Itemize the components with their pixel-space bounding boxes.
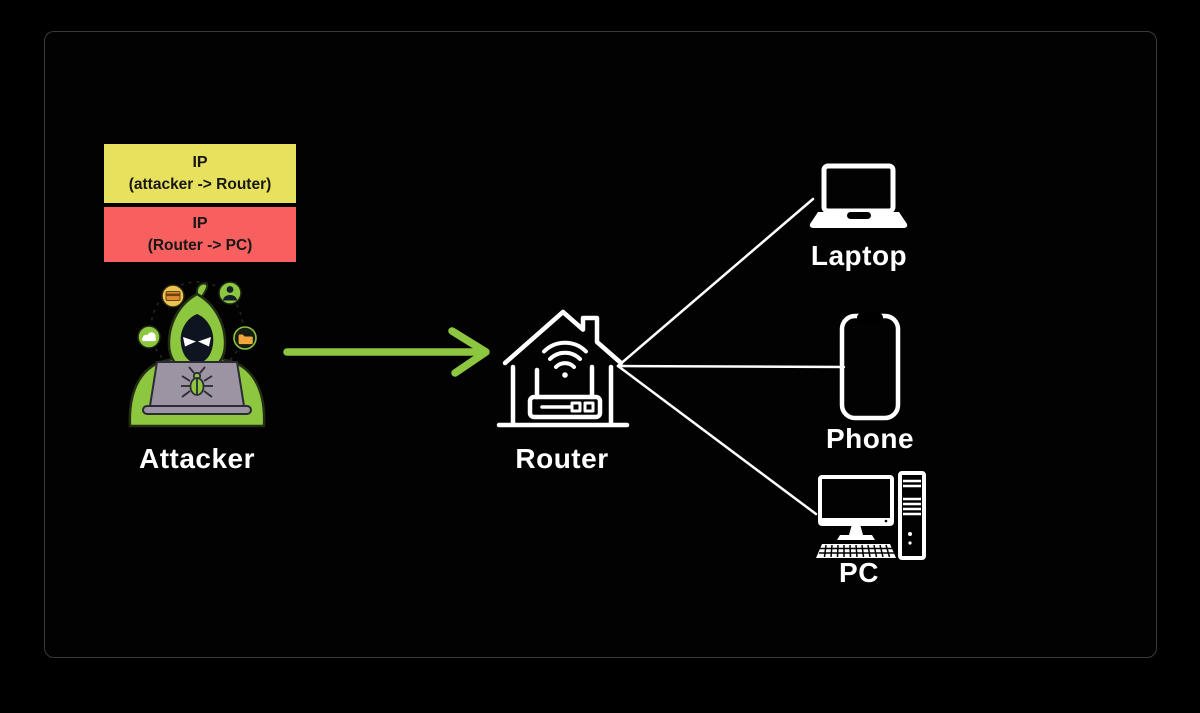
legend-router-pc-box: IP (Router -> PC) (104, 207, 296, 262)
bug-icon (181, 366, 213, 398)
desktop-pc-icon (816, 471, 926, 560)
attacker-face (180, 314, 214, 363)
phone-icon (839, 313, 901, 421)
tower (898, 471, 926, 560)
attacker-label: Attacker (138, 443, 256, 474)
hacker-figure-icon (128, 281, 266, 428)
legend: IP (attacker -> Router) IP (Router -> PC… (104, 144, 296, 262)
legend-line2: (Router -> PC) (147, 237, 253, 254)
user-icon (218, 281, 242, 305)
antennas (534, 364, 595, 400)
phone-label: Phone (825, 423, 915, 454)
laptop-icon (809, 163, 908, 228)
link-router-phone (616, 364, 846, 369)
router-device (527, 394, 603, 420)
legend-attacker-router-box: IP (attacker -> Router) (104, 144, 296, 203)
router-label: Router (515, 443, 609, 474)
link-router-pc (616, 364, 818, 516)
legend-line2: (attacker -> Router) (128, 176, 272, 193)
keyboard (816, 544, 896, 558)
attacker-laptop-base (142, 405, 252, 415)
roof-chimney (502, 309, 624, 366)
folder-icon (233, 326, 257, 350)
wifi-icon (542, 340, 588, 369)
arrow-right-icon (283, 327, 490, 377)
walls (510, 364, 614, 427)
legend-line1: IP (192, 215, 208, 232)
credit-card-icon (161, 284, 185, 308)
pc-label: PC (839, 557, 879, 588)
house-router-icon (496, 309, 630, 428)
wifi-dot (562, 372, 568, 378)
left-eye (183, 337, 196, 347)
cloud-icon (137, 325, 161, 349)
legend-line1: IP (192, 154, 208, 171)
right-eye (198, 337, 211, 347)
link-router-laptop (616, 197, 815, 368)
laptop-label: Laptop (810, 240, 908, 271)
